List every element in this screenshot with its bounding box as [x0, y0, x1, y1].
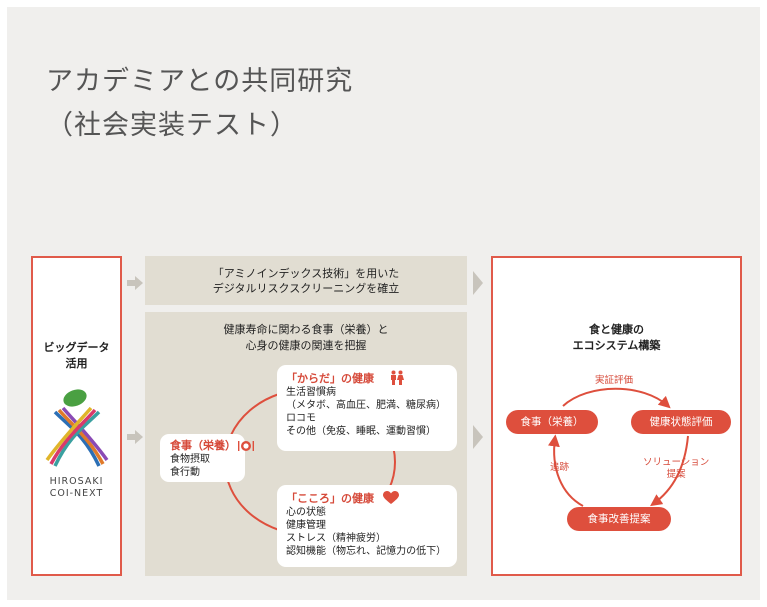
- ecosystem-title: 食と健康の エコシステム構築: [493, 322, 740, 354]
- page-title: アカデミアとの共同研究 （社会実装テスト）: [46, 60, 353, 148]
- big-data-label: ビッグデータ 活用: [33, 340, 120, 372]
- ecosystem-title-line-1: 食と健康の: [589, 323, 644, 336]
- title-line-2: （社会実装テスト）: [46, 110, 298, 141]
- solution-label-line-1: ソリューション: [643, 457, 710, 468]
- screening-panel: 「アミノインデックス技術」を用いた デジタルリスクスクリーニングを確立: [145, 256, 467, 305]
- cycle-eval-pill: 健康状態評価: [631, 410, 731, 434]
- ecosystem-box: 食と健康の エコシステム構築 食事（栄養） 健康状態評価 食事改善提案 実証評価…: [491, 256, 742, 576]
- solution-label: ソリューション 提案: [643, 457, 709, 481]
- mind-health-heading: 「こころ」の健康: [286, 492, 374, 505]
- food-box: 食事（栄養） 食物摂取 食行動: [160, 434, 254, 482]
- mind-health-item: ストレス（精神疲労）: [286, 533, 386, 544]
- mind-health-box: 「こころ」の健康 心の状態 健康管理 ストレス（精神疲労） 認知機能（物忘れ、記…: [277, 485, 457, 567]
- food-item: 食行動: [170, 467, 200, 478]
- health-relation-title-line-2: 心身の健康の関連を把握: [245, 339, 367, 352]
- solution-label-line-2: 提案: [666, 469, 686, 480]
- body-health-heading: 「からだ」の健康: [286, 372, 374, 385]
- body-health-box: 「からだ」の健康 生活習慣病 （メタボ、高血圧、肥満、糖尿病） ロコモ その他（…: [277, 365, 457, 451]
- big-data-label-line-1: ビッグデータ: [43, 341, 110, 354]
- title-line-1: アカデミアとの共同研究: [46, 66, 354, 97]
- empirical-label: 実証評価: [595, 375, 634, 386]
- screening-text: 「アミノインデックス技術」を用いた デジタルリスクスクリーニングを確立: [145, 266, 467, 296]
- body-health-item: ロコモ: [286, 413, 316, 424]
- heart-icon: [383, 491, 399, 504]
- food-heading: 食事（栄養）: [170, 439, 236, 452]
- mind-health-item: 認知機能（物忘れ、記憶力の低下）: [286, 546, 447, 557]
- cycle-arrows: [547, 387, 689, 507]
- follow-label: 追跡: [550, 462, 570, 473]
- right-chevron-icon: [473, 271, 483, 295]
- logo-text-line-1: HIROSAKI: [49, 476, 104, 487]
- logo-text-line-2: COI-NEXT: [49, 488, 104, 499]
- health-relation-title: 健康寿命に関わる食事（栄養）と 心身の健康の関連を把握: [145, 322, 467, 354]
- screening-text-line-1: 「アミノインデックス技術」を用いた: [212, 267, 400, 280]
- hirosaki-coi-logo-icon: [45, 389, 109, 467]
- plate-icon: [238, 441, 254, 451]
- screening-text-line-2: デジタルリスクスクリーニングを確立: [212, 282, 400, 295]
- body-health-item: （メタボ、高血圧、肥満、糖尿病）: [286, 400, 446, 411]
- food-item: 食物摂取: [170, 454, 210, 465]
- body-health-item: 生活習慣病: [286, 387, 336, 398]
- big-data-label-line-2: 活用: [65, 357, 88, 370]
- logo-text: HIROSAKI COI-NEXT: [33, 476, 120, 500]
- right-chevron-icon: [473, 425, 483, 449]
- mind-health-item: 心の状態: [286, 507, 326, 518]
- food-heading-row: 食事（栄養）: [170, 439, 254, 453]
- health-relation-title-line-1: 健康寿命に関わる食事（栄養）と: [223, 323, 389, 336]
- cycle-food-pill: 食事（栄養）: [506, 410, 598, 434]
- right-chevron-icon: [127, 276, 143, 290]
- body-health-item: その他（免疫、睡眠、運動習慣）: [286, 426, 436, 437]
- big-data-box: ビッグデータ 活用 HIROSAKI COI-NEXT: [31, 256, 122, 576]
- ecosystem-title-line-2: エコシステム構築: [572, 339, 661, 352]
- health-relation-panel: 健康寿命に関わる食事（栄養）と 心身の健康の関連を把握 食事（栄養） 食物摂取 …: [145, 312, 467, 576]
- people-icon: [391, 370, 404, 385]
- right-chevron-icon: [127, 430, 143, 444]
- mind-health-item: 健康管理: [286, 520, 326, 531]
- cycle-improve-pill: 食事改善提案: [567, 507, 671, 531]
